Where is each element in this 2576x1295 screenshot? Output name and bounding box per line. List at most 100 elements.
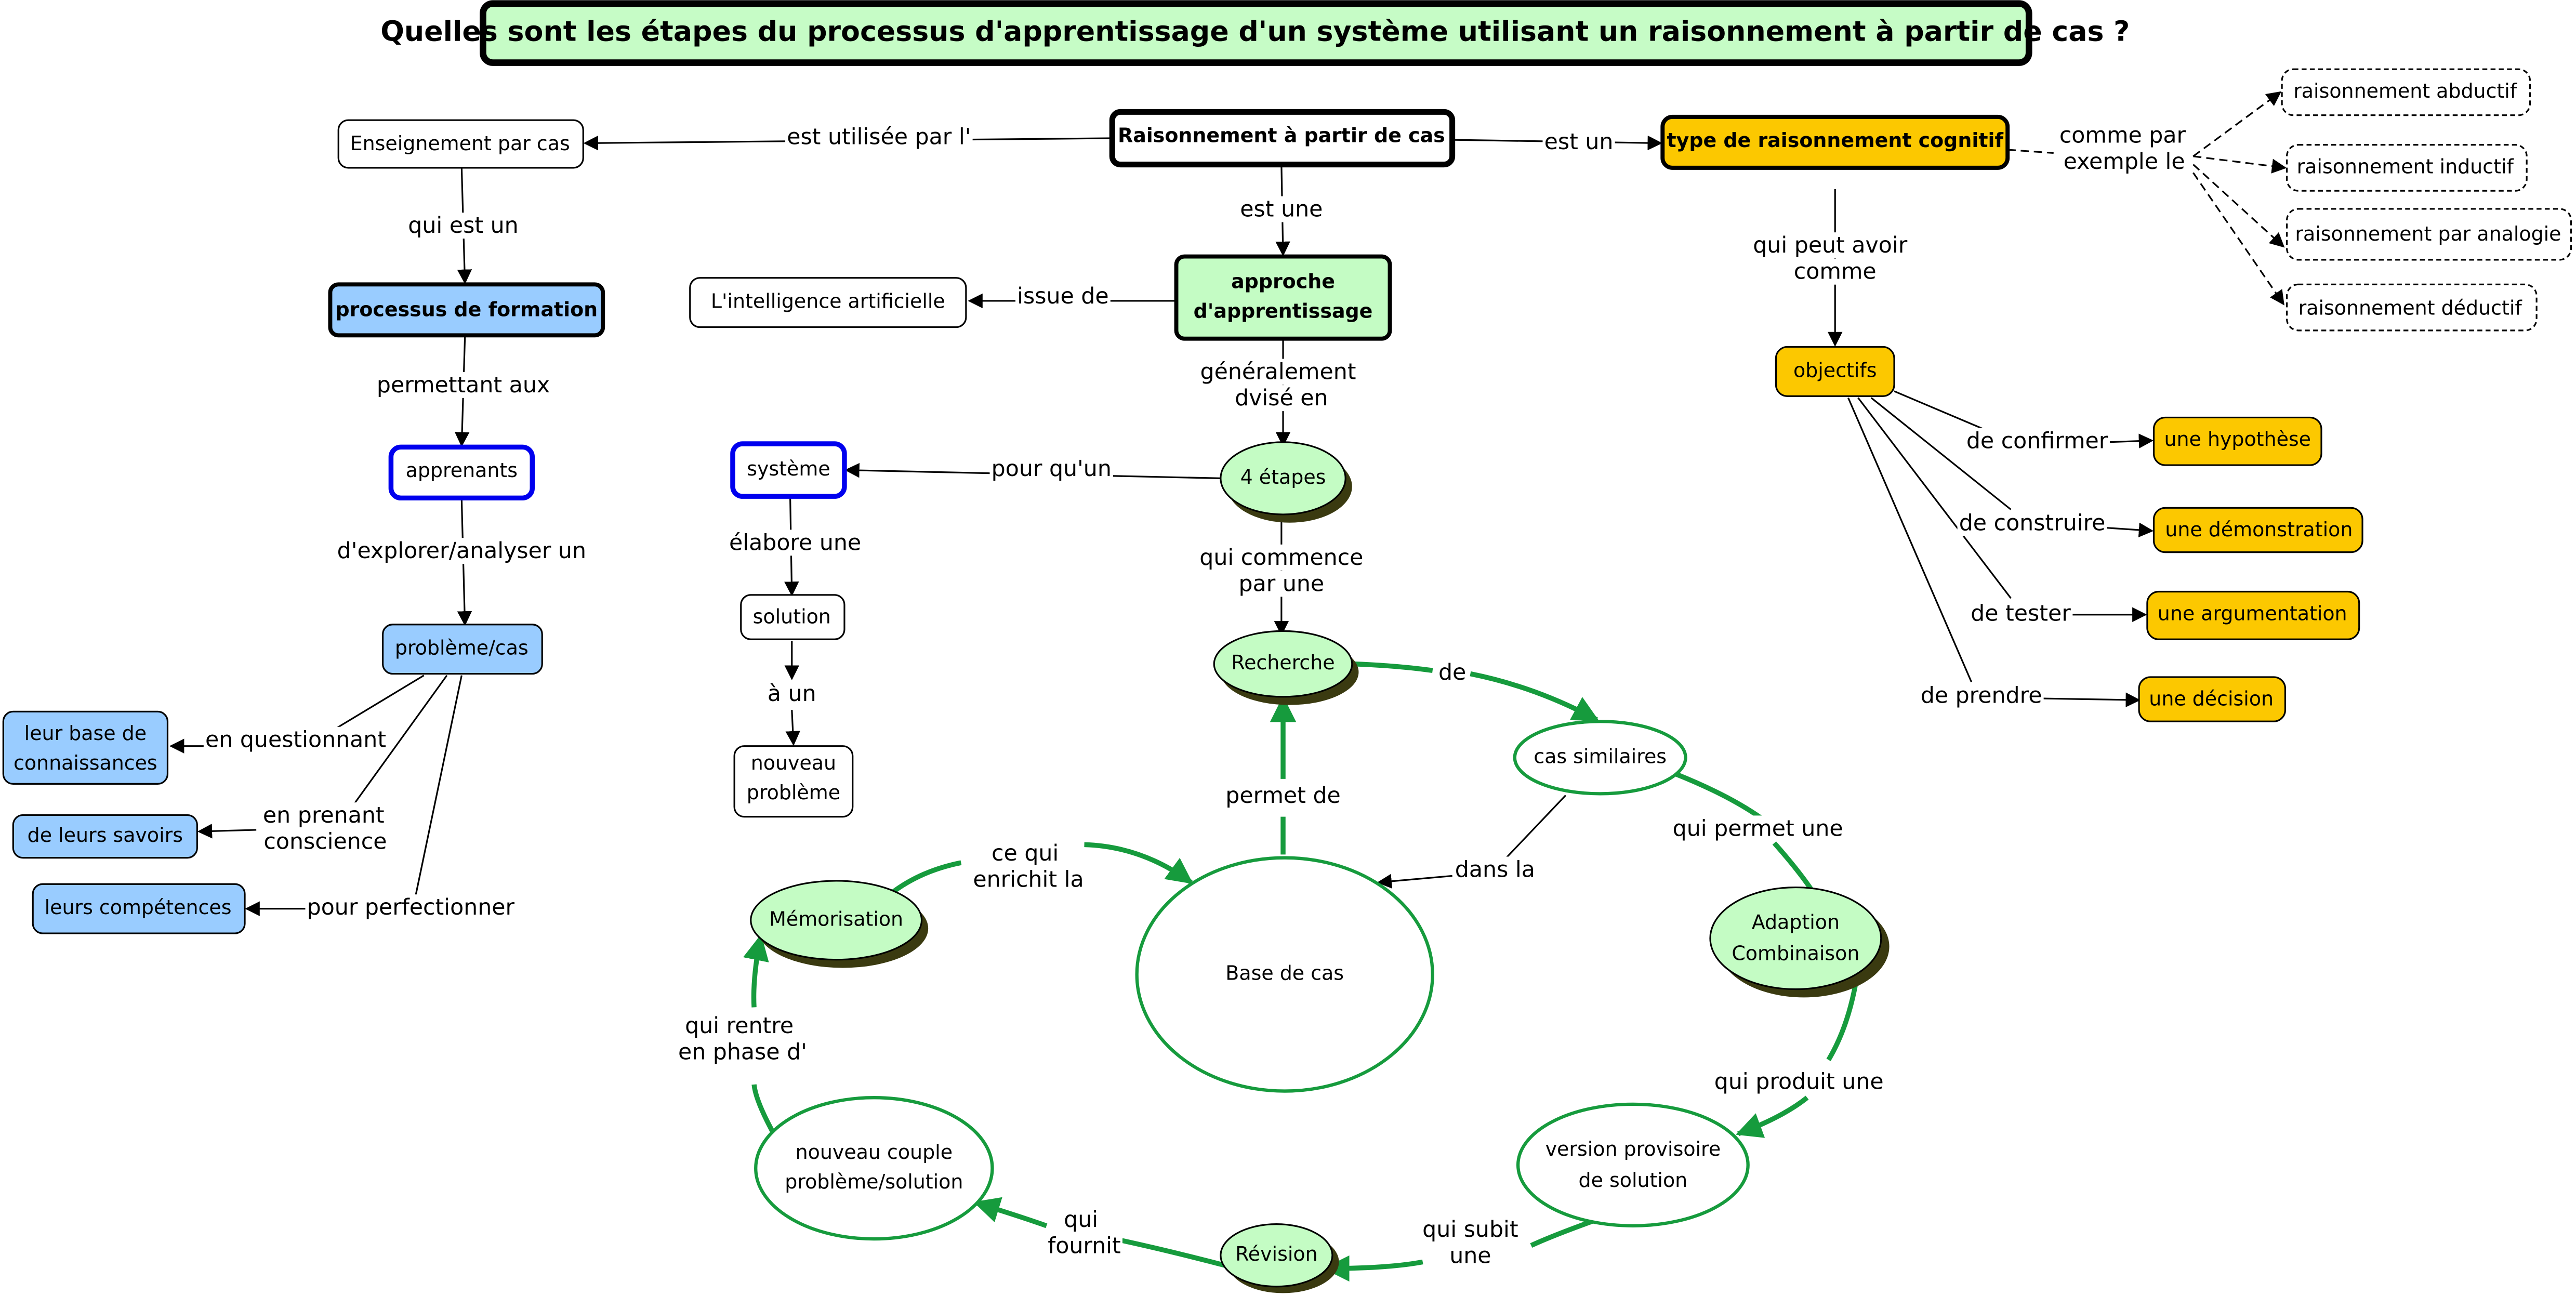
- concept-base-de-cas[interactable]: Base de cas: [1135, 856, 1434, 1093]
- concept-label: une démonstration: [2165, 518, 2353, 541]
- link-line: [2007, 149, 2054, 154]
- concept-memorisation[interactable]: Mémorisation: [750, 880, 929, 968]
- link-label-bg: [1198, 359, 1358, 385]
- link-line: [1847, 397, 1973, 683]
- concept-enseignement[interactable]: Enseignement par cas: [337, 119, 584, 169]
- link-label-bg: [1712, 1068, 1885, 1095]
- concept-solution[interactable]: solution: [740, 594, 846, 640]
- concept-type-raisonnement[interactable]: type de raisonnement cognitif: [1660, 114, 2010, 170]
- concept-analogie[interactable]: raisonnement par analogie: [2286, 208, 2572, 261]
- link-line: [2040, 692, 2141, 707]
- link-label-bg: [335, 538, 588, 564]
- link-labels: est utilisée par l' qui est un permettan…: [203, 122, 2188, 1269]
- link-label-bg: [261, 802, 386, 829]
- link-label-bg: [1015, 283, 1111, 310]
- link-label-bg: [1919, 682, 2044, 709]
- concept-label: L'intelligence artificielle: [711, 290, 945, 313]
- link-label-bg: [203, 726, 388, 753]
- link-line: [1894, 390, 1992, 433]
- link-label-bg: [2057, 122, 2188, 149]
- cycle-line: [751, 1084, 776, 1135]
- concept-label: d'apprentissage: [1194, 300, 1373, 323]
- concept-label: problème: [747, 781, 840, 804]
- concept-intelligence-artificielle[interactable]: L'intelligence artificielle: [689, 277, 967, 328]
- link-label-bg: [1792, 258, 1878, 285]
- concept-label: raisonnement abductif: [2293, 80, 2518, 102]
- link-label-bg: [989, 840, 1061, 866]
- link-label: comme: [1794, 259, 1877, 285]
- concept-objectifs[interactable]: objectifs: [1775, 346, 1895, 397]
- concept-revision[interactable]: Révision: [1220, 1223, 1339, 1293]
- concept-recherche[interactable]: Recherche: [1213, 630, 1359, 705]
- cycle-line: [889, 860, 962, 896]
- cycle-line: [1323, 1255, 1423, 1282]
- concept-adaption[interactable]: Adaption Combinaison: [1709, 886, 1890, 998]
- link-label: qui: [1064, 1207, 1098, 1233]
- concept-inductif[interactable]: raisonnement inductif: [2286, 144, 2528, 192]
- concept-label: Enseignement par cas: [350, 132, 570, 155]
- link-label: enrichit la: [973, 866, 1084, 892]
- concept-systeme[interactable]: système: [730, 441, 847, 499]
- concept-cas-similaires[interactable]: cas similaires: [1513, 720, 1687, 796]
- cycle-line: [743, 934, 769, 1008]
- link-label-bg: [1238, 196, 1325, 222]
- concept-label: raisonnement déductif: [2298, 296, 2523, 319]
- concept-label: solution: [753, 605, 831, 628]
- concept-label: type de raisonnement cognitif: [1667, 129, 2003, 152]
- concept-version-provisoire[interactable]: version provisoire de solution: [1516, 1102, 1750, 1227]
- link-label-bg: [1062, 1206, 1100, 1233]
- link-label: à un: [768, 681, 816, 707]
- concept-label: de leurs savoirs: [28, 824, 183, 847]
- link-label: pour perfectionner: [307, 894, 515, 920]
- concept-abductif[interactable]: raisonnement abductif: [2281, 68, 2531, 116]
- link-label-bg: [1198, 544, 1365, 571]
- link-label: par une: [1239, 571, 1325, 597]
- concept-label: de solution: [1579, 1169, 1688, 1192]
- concept-processus-formation[interactable]: processus de formation: [328, 282, 605, 338]
- concept-label: une argumentation: [2158, 602, 2347, 625]
- concept-savoirs[interactable]: de leurs savoirs: [12, 814, 198, 859]
- concept-nouveau-couple[interactable]: nouveau couple problème/solution: [754, 1096, 994, 1241]
- cycle-line: [1121, 1238, 1232, 1270]
- link-label-bg: [785, 124, 973, 150]
- link-label: permettant aux: [377, 372, 550, 398]
- link-label-bg: [989, 456, 1114, 482]
- concept-demonstration[interactable]: une démonstration: [2152, 507, 2363, 553]
- link-label: une: [1449, 1243, 1491, 1268]
- concept-label: version provisoire: [1545, 1138, 1721, 1160]
- concept-base-connaissances[interactable]: leur base de connaissances: [2, 710, 169, 785]
- link-line: [2107, 433, 2154, 448]
- concept-label: 4 étapes: [1240, 466, 1326, 488]
- link-label: qui produit une: [1714, 1068, 1884, 1094]
- link-label-bg: [1046, 1233, 1122, 1259]
- link-line: [1377, 874, 1452, 889]
- concept-decision[interactable]: une décision: [2138, 676, 2287, 722]
- link-label: dvisé en: [1235, 385, 1328, 411]
- concept-4-etapes[interactable]: 4 étapes: [1220, 441, 1352, 523]
- link-label-bg: [406, 213, 520, 239]
- link-label: de prendre: [1921, 682, 2042, 708]
- link-label-bg: [1969, 600, 2073, 627]
- concept-deductif[interactable]: raisonnement déductif: [2286, 283, 2538, 332]
- link-label-bg: [1957, 510, 2107, 536]
- link-label: dans la: [1455, 856, 1535, 882]
- concept-hypothese[interactable]: une hypothèse: [2152, 416, 2322, 466]
- concept-argumentation[interactable]: une argumentation: [2146, 590, 2360, 640]
- concept-label: cas similaires: [1534, 745, 1667, 768]
- concept-approche[interactable]: approche d'apprentissage: [1174, 254, 1392, 341]
- link-line: [352, 675, 448, 806]
- concept-label: nouveau couple: [796, 1141, 953, 1164]
- concept-label: Révision: [1235, 1243, 1317, 1265]
- concept-probleme-cas[interactable]: problème/cas: [382, 624, 543, 675]
- concept-nouveau-probleme[interactable]: nouveau problème: [733, 745, 854, 818]
- concept-raisonnement[interactable]: Raisonnement à partir de cas: [1109, 109, 1456, 168]
- link-label: qui permet une: [1673, 815, 1843, 841]
- link-line: [2192, 91, 2282, 157]
- concept-label: problème/cas: [395, 637, 529, 659]
- link-label-bg: [1453, 856, 1537, 883]
- concept-apprenants[interactable]: apprenants: [388, 444, 535, 501]
- link-line: [1857, 397, 2012, 599]
- concept-competences[interactable]: leurs compétences: [32, 883, 246, 934]
- concept-label: système: [747, 457, 830, 480]
